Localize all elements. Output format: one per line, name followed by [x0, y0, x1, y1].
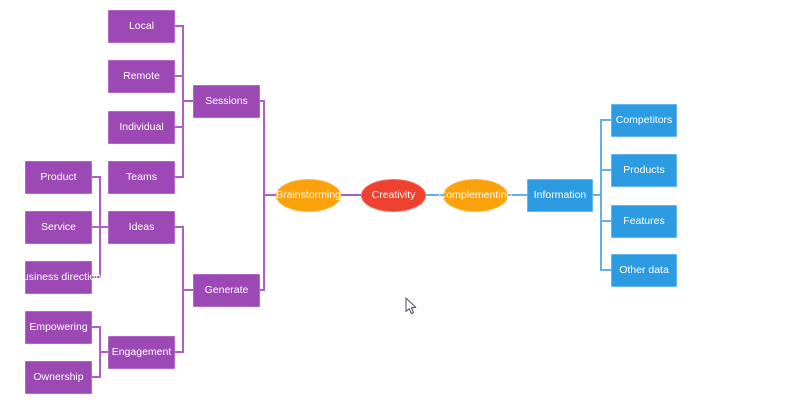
node-empowering[interactable]: Empowering — [25, 311, 92, 344]
node-label: Ownership — [33, 371, 84, 384]
connector-segment — [92, 176, 100, 178]
node-ownership[interactable]: Ownership — [25, 361, 92, 394]
node-label: Complementing — [438, 189, 513, 202]
connector-segment — [593, 194, 601, 196]
node-label: Brainstorming — [276, 189, 341, 202]
node-label: Individual — [119, 121, 164, 134]
node-business-direction[interactable]: Business direction — [16, 261, 101, 294]
connector-segment — [100, 226, 108, 228]
connector-segment — [175, 351, 183, 353]
node-label: Products — [623, 164, 665, 177]
connector-segment — [600, 119, 602, 271]
connector-segment — [260, 289, 264, 291]
node-brainstorming[interactable]: Brainstorming — [276, 179, 341, 212]
connector-segment — [92, 226, 100, 228]
node-product[interactable]: Product — [25, 161, 92, 194]
connector-segment — [601, 169, 611, 171]
node-individual[interactable]: Individual — [108, 111, 175, 144]
node-label: Creativity — [371, 189, 416, 202]
node-complementing[interactable]: Complementing — [439, 179, 512, 212]
connector-segment — [175, 176, 183, 178]
node-remote[interactable]: Remote — [108, 60, 175, 93]
connector-segment — [601, 119, 611, 121]
node-label: Remote — [123, 70, 160, 83]
connector-segment — [260, 100, 264, 102]
node-label: Engagement — [111, 346, 172, 359]
connector-segment — [92, 376, 100, 378]
node-label: Information — [533, 189, 587, 202]
connector-segment — [183, 100, 193, 102]
node-engagement[interactable]: Engagement — [108, 336, 175, 369]
connector-segment — [175, 126, 183, 128]
node-products[interactable]: Products — [611, 154, 677, 187]
node-competitors[interactable]: Competitors — [611, 104, 677, 137]
node-label: Features — [623, 215, 665, 228]
connector-segment — [426, 194, 443, 196]
node-service[interactable]: Service — [25, 211, 92, 244]
connector-segment — [92, 326, 100, 328]
node-generate[interactable]: Generate — [193, 274, 260, 307]
node-label: Competitors — [615, 114, 673, 127]
connector-segment — [601, 220, 611, 222]
node-label: Local — [128, 20, 155, 33]
connector-segment — [175, 226, 183, 228]
node-label: Product — [40, 171, 77, 184]
connector-segment — [264, 194, 276, 196]
connector-segment — [175, 25, 183, 27]
node-other-data[interactable]: Other data — [611, 254, 677, 287]
node-label: Teams — [126, 171, 157, 184]
node-label: Empowering — [29, 321, 88, 334]
node-sessions[interactable]: Sessions — [193, 85, 260, 118]
connector-segment — [183, 289, 193, 291]
node-label: Service — [40, 221, 76, 234]
node-label: Other data — [619, 264, 669, 277]
node-features[interactable]: Features — [611, 205, 677, 238]
node-creativity[interactable]: Creativity — [361, 179, 426, 212]
node-information[interactable]: Information — [527, 179, 593, 212]
connector-segment — [508, 194, 527, 196]
node-label: Generate — [204, 284, 249, 297]
node-label: Ideas — [128, 221, 155, 234]
node-local[interactable]: Local — [108, 10, 175, 43]
connector-segment — [341, 194, 361, 196]
node-label: Sessions — [205, 95, 248, 108]
node-label: Business direction — [15, 271, 102, 284]
connector-segment — [92, 276, 100, 278]
node-ideas[interactable]: Ideas — [108, 211, 175, 244]
connector-segment — [100, 351, 108, 353]
connector-segment — [601, 269, 611, 271]
mouse-cursor-icon — [405, 297, 417, 315]
connector-segment — [175, 75, 183, 77]
node-teams[interactable]: Teams — [108, 161, 175, 194]
